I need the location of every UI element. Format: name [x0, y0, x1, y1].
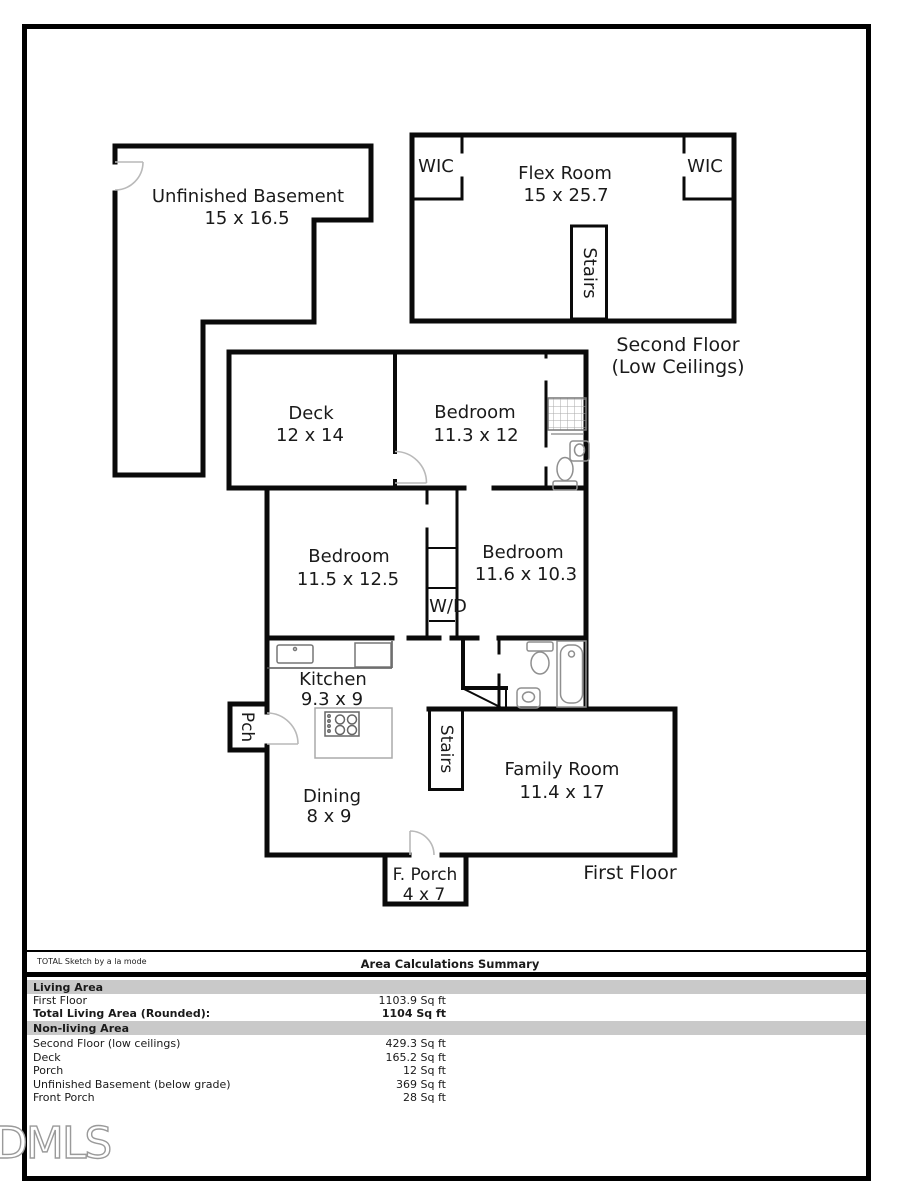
- door-arcs: [114, 161, 435, 856]
- kitchen-sink: [276, 644, 314, 664]
- caption-first-floor: First Floor: [583, 862, 677, 884]
- front-porch-walls: [382, 852, 469, 907]
- table-row: Second Floor (low ceilings) 429.3 Sq ft: [33, 1037, 446, 1050]
- room-dims-basement: 15 x 16.5: [204, 208, 290, 229]
- room-dims-flex: 15 x 25.7: [523, 185, 609, 206]
- room-label-fporch: F. Porch: [392, 865, 458, 885]
- room-label-basement: Unfinished Basement: [151, 186, 345, 207]
- room-label-wd: W/D: [429, 596, 467, 617]
- cooktop: [324, 711, 360, 737]
- room-label-bedroom-top: Bedroom: [434, 402, 516, 423]
- room-dims-bedroom-left: 11.5 x 12.5: [296, 569, 400, 590]
- room-dims-kitchen: 9.3 x 9: [300, 689, 364, 710]
- mls-watermark: DMLS: [0, 1117, 113, 1169]
- branding-text: TOTAL Sketch by a la mode: [37, 957, 147, 966]
- kitchen-island: [314, 707, 393, 759]
- room-dims-fporch: 4 x 7: [402, 885, 446, 905]
- exterior-walls: [112, 132, 737, 907]
- bath2-toilet-bowl: [530, 651, 550, 675]
- table-row-total: Total Living Area (Rounded): 1104 Sq ft: [33, 1007, 446, 1020]
- bathtub: [556, 640, 587, 708]
- second-floor-walls: [409, 132, 737, 324]
- stairs-first-box: [428, 708, 464, 791]
- room-label-stairs-second: Stairs: [579, 247, 600, 299]
- room-dims-bedroom-top: 11.3 x 12: [433, 425, 519, 446]
- room-label-flex: Flex Room: [518, 163, 612, 184]
- bath1-sink: [569, 440, 590, 462]
- basement-door: [114, 161, 144, 191]
- room-dims-family: 11.4 x 17: [519, 782, 605, 803]
- caption-second-floor: Second Floor: [616, 334, 740, 356]
- dishwasher: [354, 642, 392, 668]
- thin-walls: [410, 133, 736, 791]
- porch-walls: [227, 701, 270, 753]
- table-row: Front Porch 28 Sq ft: [33, 1091, 446, 1104]
- room-label-deck: Deck: [288, 403, 334, 424]
- porch-door: [266, 712, 299, 745]
- room-label-wic-left: WIC: [418, 156, 454, 177]
- room-label-wic-right: WIC: [687, 156, 723, 177]
- front-porch-door: [409, 830, 435, 856]
- deck-door: [394, 450, 428, 484]
- room-label-pch: Pch: [237, 711, 257, 743]
- room-dims-dining: 8 x 9: [306, 806, 352, 827]
- room-label-dining: Dining: [302, 786, 362, 807]
- kitchen-counter: [267, 641, 393, 669]
- bath2-toilet-tank: [526, 641, 554, 652]
- section-header-living-area: Living Area: [27, 980, 866, 994]
- section-header-non-living-area: Non-living Area: [27, 1021, 866, 1035]
- room-dims-bedroom-right: 11.6 x 10.3: [474, 564, 578, 585]
- room-label-kitchen: Kitchen: [299, 669, 367, 690]
- table-row: First Floor 1103.9 Sq ft: [33, 994, 446, 1007]
- table-row: Porch 12 Sq ft: [33, 1064, 446, 1077]
- bath1-toilet-bowl: [556, 456, 574, 482]
- fixtures: [267, 397, 590, 759]
- bath1-toilet-tank: [552, 480, 578, 491]
- basement-walls: [112, 143, 374, 478]
- room-label-bedroom-right: Bedroom: [482, 542, 564, 563]
- caption-second-floor-note: (Low Ceilings): [611, 356, 745, 378]
- room-label-bedroom-left: Bedroom: [308, 546, 390, 567]
- room-dims-deck: 12 x 14: [276, 425, 344, 446]
- summary-title: Area Calculations Summary: [360, 957, 540, 971]
- table-row: Deck 165.2 Sq ft: [33, 1051, 446, 1064]
- page-border: [22, 24, 871, 1181]
- summary-divider-bar: [27, 972, 866, 977]
- room-label-family: Family Room: [504, 759, 620, 780]
- sketch-footer-divider: [27, 950, 866, 952]
- stairs-second-box: [570, 224, 608, 321]
- room-label-stairs-first: Stairs: [436, 724, 456, 774]
- shower: [547, 397, 587, 431]
- bath2-sink: [516, 687, 541, 709]
- detail-lines: [427, 547, 507, 711]
- table-row: Unfinished Basement (below grade) 369 Sq…: [33, 1078, 446, 1091]
